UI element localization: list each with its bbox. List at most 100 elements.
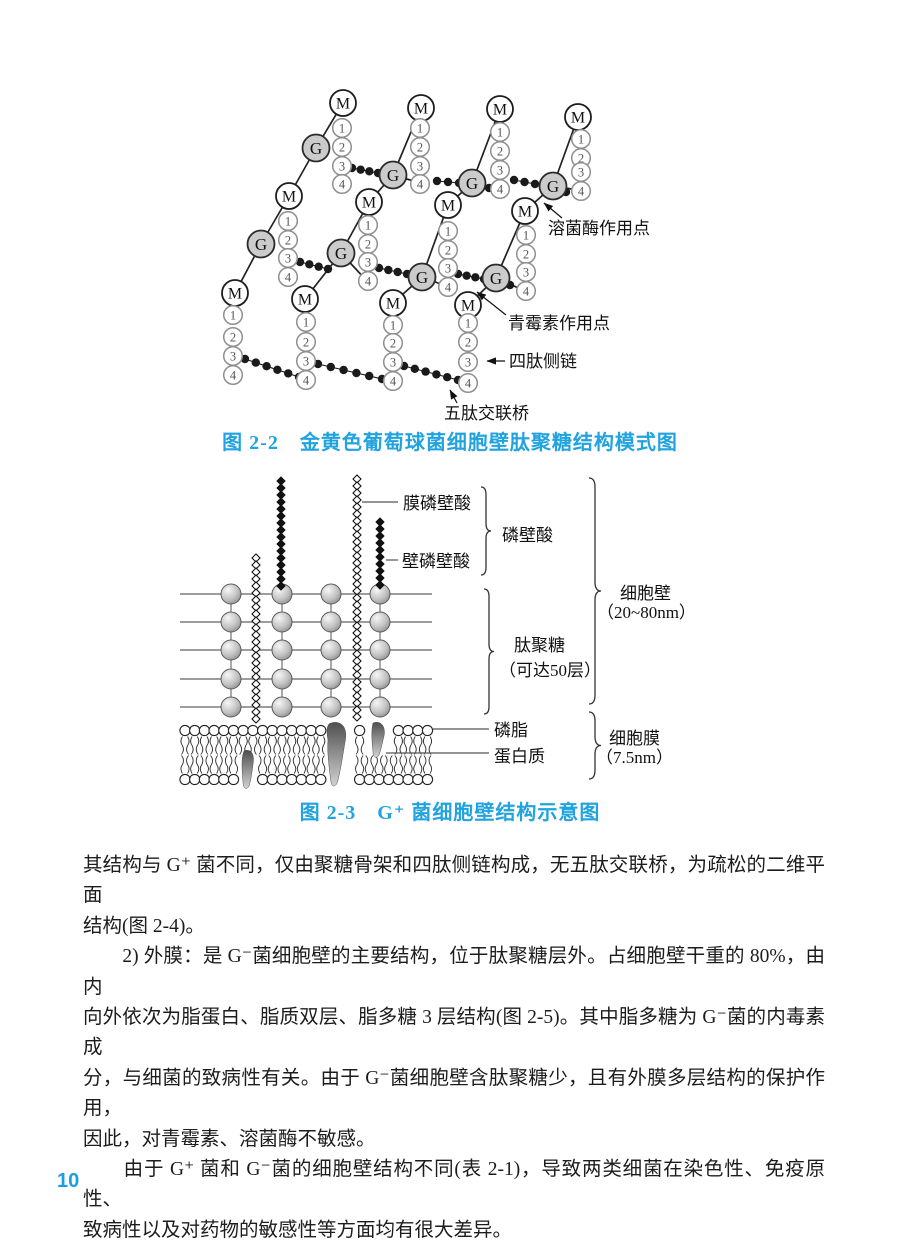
lipid-tail [234, 755, 239, 774]
lipid-tail [273, 736, 277, 755]
pentapeptide-bridge-line [378, 267, 408, 275]
residue-number: 4 [230, 368, 237, 382]
bridge-dot [520, 177, 529, 187]
residue-number: 3 [339, 159, 345, 173]
lipid-head [305, 773, 317, 786]
residue-number: 3 [497, 163, 503, 177]
lipid-head [315, 773, 327, 786]
n-acetylglucosamine-node [301, 133, 331, 163]
lipid-tail [306, 736, 310, 755]
lipid-tail [418, 736, 423, 755]
lipid-head [295, 773, 308, 786]
lipid-head [208, 773, 220, 786]
lipid-head [421, 773, 434, 786]
residue-number: 4 [523, 284, 530, 298]
lipid-tail [263, 755, 268, 774]
lipid-head [276, 773, 288, 786]
lipid-head [383, 773, 395, 786]
lipid-head [353, 724, 366, 737]
lipid-tail [199, 736, 204, 755]
grouping-brace [480, 486, 492, 576]
lipid-tail [234, 736, 239, 755]
lipid-head [373, 773, 385, 786]
bridge-dot [393, 267, 402, 277]
glycan-sphere [271, 668, 293, 690]
lipid-tail [312, 736, 316, 755]
cell-wall-size-label: （20~80nm） [597, 603, 696, 622]
residue-number: 4 [365, 274, 372, 288]
grouping-brace [588, 477, 602, 705]
lipid-head [198, 773, 211, 786]
lipid-tail [205, 755, 209, 774]
lipid-tail [224, 736, 229, 755]
figure-2-2-caption: 图 2-2 金黄色葡萄球菌细胞壁肽聚糖结构模式图 [222, 432, 678, 454]
residue-number: 2 [578, 151, 584, 165]
lysozyme-site-arrow [543, 202, 563, 219]
lipid-tail [355, 736, 359, 755]
figure-2-3-cell-wall-diagram: 膜磷壁酸 壁磷壁酸 磷壁酸 肽聚糖 （可达50层） 细胞壁 （20~80nm） … [179, 474, 696, 789]
bridge-dot [384, 265, 393, 275]
residue-number: 1 [578, 132, 584, 146]
bridge-dot [262, 362, 271, 371]
lipid-tail [428, 755, 433, 774]
bridge-dot [410, 364, 419, 373]
lipid-tail [302, 755, 306, 774]
node-letter-m: M [298, 292, 312, 309]
glycan-sphere [369, 668, 391, 690]
lipid-tail [422, 736, 427, 755]
pentapeptide-bridge-arrow [449, 389, 458, 404]
lipid-tail [321, 736, 326, 755]
lipid-head [218, 773, 230, 786]
node-letter-g: G [310, 139, 322, 158]
lipid-tail [384, 755, 388, 774]
residue-number: 1 [339, 121, 345, 135]
residue-number: 3 [230, 349, 236, 363]
cell-membrane-label: 细胞膜 [609, 729, 660, 748]
lipid-head [295, 724, 308, 737]
glycan-sphere [320, 668, 342, 690]
bridge-dot [326, 362, 335, 372]
node-letter-g: G [255, 235, 267, 254]
lipid-tail [267, 736, 272, 755]
bridge-dot [421, 367, 430, 376]
bridge-dot [365, 167, 374, 176]
node-letter-g: G [490, 269, 502, 288]
bridge-dot [356, 165, 365, 174]
body-line: 由于 G⁺ 菌和 G⁻菌的细胞壁结构不同(表 2-1)，导致两类细菌在染色性、免… [83, 1159, 825, 1211]
lipid-head [179, 724, 191, 737]
membrane-protein [371, 722, 385, 758]
node-letter-m: M [461, 298, 475, 315]
lipid-head [402, 773, 414, 786]
glycan-sphere [271, 611, 293, 633]
residue-number: 2 [303, 335, 309, 349]
membrane-teichoic-label: 膜磷壁酸 [403, 494, 471, 513]
residue-circle [457, 372, 479, 394]
protein-label: 蛋白质 [494, 747, 545, 766]
residue-circle [382, 370, 404, 392]
lipid-tail [403, 755, 407, 774]
n-acetylglucosamine-node [457, 168, 487, 198]
residue-number: 4 [390, 374, 397, 388]
residue-circle [295, 311, 317, 333]
node-letter-m: M [441, 198, 455, 215]
lipid-head [227, 724, 240, 737]
bridge-dot [305, 260, 314, 269]
lipid-head [363, 773, 375, 786]
lipid-tail [399, 736, 403, 755]
bridge-dot [352, 368, 361, 378]
lipid-tail [219, 755, 223, 774]
residue-circle [295, 369, 317, 391]
lipid-head [286, 773, 298, 786]
lipid-head [256, 773, 269, 786]
n-acetylmuramic-node [434, 191, 462, 219]
node-letter-m: M [518, 204, 532, 221]
node-letter-m: M [386, 296, 400, 313]
lipid-tail [224, 755, 229, 774]
lipid-tail [215, 736, 219, 755]
body-text: 其结构与 G⁺ 菌不同，仅由聚糖骨架和四肽侧链构成，无五肽交联桥，为疏松的二维平… [83, 851, 825, 1241]
residue-number: 4 [465, 376, 472, 390]
lipid-head [412, 724, 424, 737]
residue-circle [222, 304, 244, 326]
membrane-teichoic-chain [352, 712, 362, 722]
lipid-tail [215, 755, 219, 774]
